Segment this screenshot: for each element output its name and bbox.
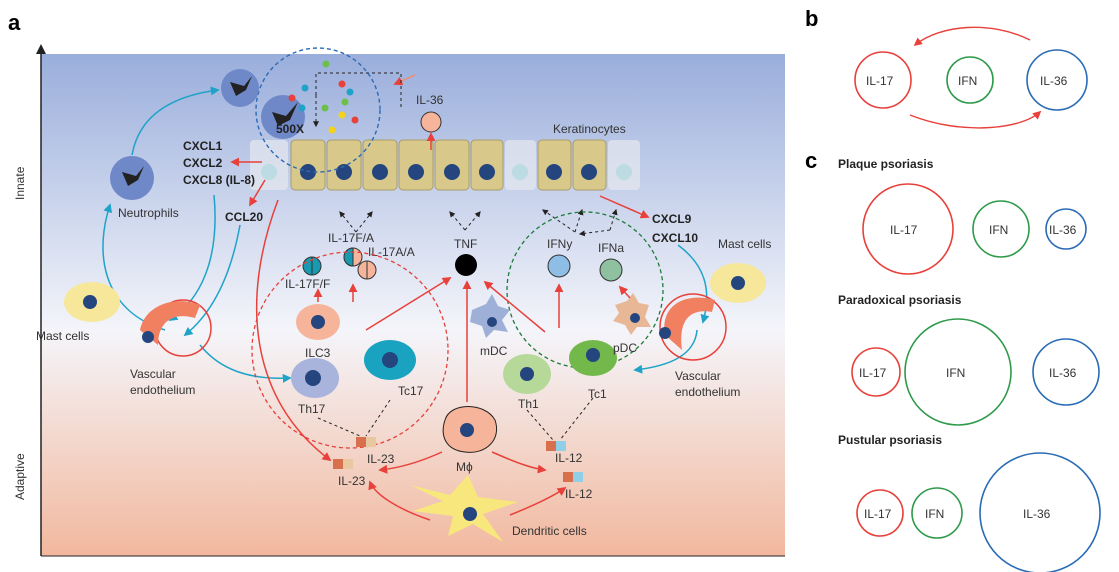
pustular-ifn: IFN [925,507,944,521]
paradoxical-il36: IL-36 [1049,366,1077,380]
il17-dimers [302,247,377,280]
panel-c-label: c [805,148,817,173]
pustular-il17: IL-17 [864,507,892,521]
dendritic-cell [410,475,518,542]
il17aa-label: IL-17A/A [368,245,415,259]
ilc3-label: ILC3 [305,346,331,360]
mast-cell-right [710,263,766,303]
dendritic-cells-label: Dendritic cells [512,524,587,538]
macrophage-label: Mϕ [456,460,473,474]
axis-arrow [36,44,46,54]
neutrophil-loop [255,47,381,173]
tc1-label: Tc1 [588,387,607,401]
cxcl2-label: CXCL2 [183,156,223,170]
tc17-label: Tc17 [398,384,424,398]
plaque-network [862,183,1087,275]
ilc3-cell [296,304,340,340]
plaque-title: Plaque psoriasis [838,157,934,171]
cxcl9-label: CXCL9 [652,212,692,226]
panel-b-network [854,26,1088,129]
mast-cells-left-label: Mast cells [36,329,89,343]
th1-cell [503,354,551,394]
mdc-cell [470,294,510,338]
il23-label-2: IL-23 [338,474,366,488]
axis-innate-label: Innate [13,166,27,200]
il36-molecule [420,111,442,133]
il36-label: IL-36 [416,93,444,107]
plaque-il36: IL-36 [1049,223,1077,237]
granule-dots [288,60,359,134]
il12-receptors [546,441,583,482]
il17-loop [251,251,449,449]
plaque-il17: IL-17 [890,223,918,237]
panel-b-il36: IL-36 [1040,74,1068,88]
ifna-label: IFNa [598,241,624,255]
cxcl1-label: CXCL1 [183,139,223,153]
mast-cell-left [64,282,120,322]
il12-label-2: IL-12 [565,487,593,501]
keratinocyte-layer [250,139,640,191]
mast-cells-right-label: Mast cells [718,237,771,251]
ifna-molecule [599,258,623,282]
paradoxical-il17: IL-17 [859,366,887,380]
keratinocytes-label: Keratinocytes [553,122,626,136]
ifny-label: IFNy [547,237,572,251]
panel-b-label: b [805,6,818,31]
paradoxical-ifn: IFN [946,366,965,380]
500x-label: 500X [276,122,304,136]
tnf-label: TNF [454,237,477,251]
vascular-left-label-1: Vascular [130,367,176,381]
paradoxical-title: Paradoxical psoriasis [838,293,962,307]
tc1-cell [569,340,617,376]
vascular-endothelium-left [140,299,212,357]
axis-adaptive-label: Adaptive [13,453,27,500]
il12-label-1: IL-12 [555,451,583,465]
tc17-cell [364,340,416,380]
paradoxical-network [851,318,1100,426]
macrophage-cell [442,406,497,453]
vascular-right-label-1: Vascular [675,369,721,383]
il17ff-label: IL-17F/F [285,277,330,291]
panel-a-background [41,54,785,556]
il23-receptors [333,437,376,469]
panel-b-il17: IL-17 [866,74,894,88]
il17fa-label: IL-17F/A [328,231,374,245]
pdc-label: pDC [613,341,637,355]
vascular-endothelium-right [659,293,727,361]
il23-label-1: IL-23 [367,452,395,466]
pustular-il36: IL-36 [1023,507,1051,521]
mdc-label: mDC [480,344,508,358]
tnf-molecule [455,254,477,276]
ccl20-label: CCL20 [225,210,263,224]
pdc-cell [613,293,651,335]
plaque-ifn: IFN [989,223,1008,237]
vascular-right-label-2: endothelium [675,385,740,399]
th1-label: Th1 [518,397,539,411]
panel-b-ifn: IFN [958,74,977,88]
cxcl10-label: CXCL10 [652,231,698,245]
cxcl8-label: CXCL8 (IL-8) [183,173,255,187]
th17-label: Th17 [298,402,326,416]
pustular-title: Pustular psoriasis [838,433,942,447]
th17-cell [291,358,339,398]
panel-a-label: a [8,10,21,35]
ifny-molecule [547,254,571,278]
vascular-left-label-2: endothelium [130,383,195,397]
neutrophils-label: Neutrophils [118,206,179,220]
pustular-network [856,452,1101,572]
